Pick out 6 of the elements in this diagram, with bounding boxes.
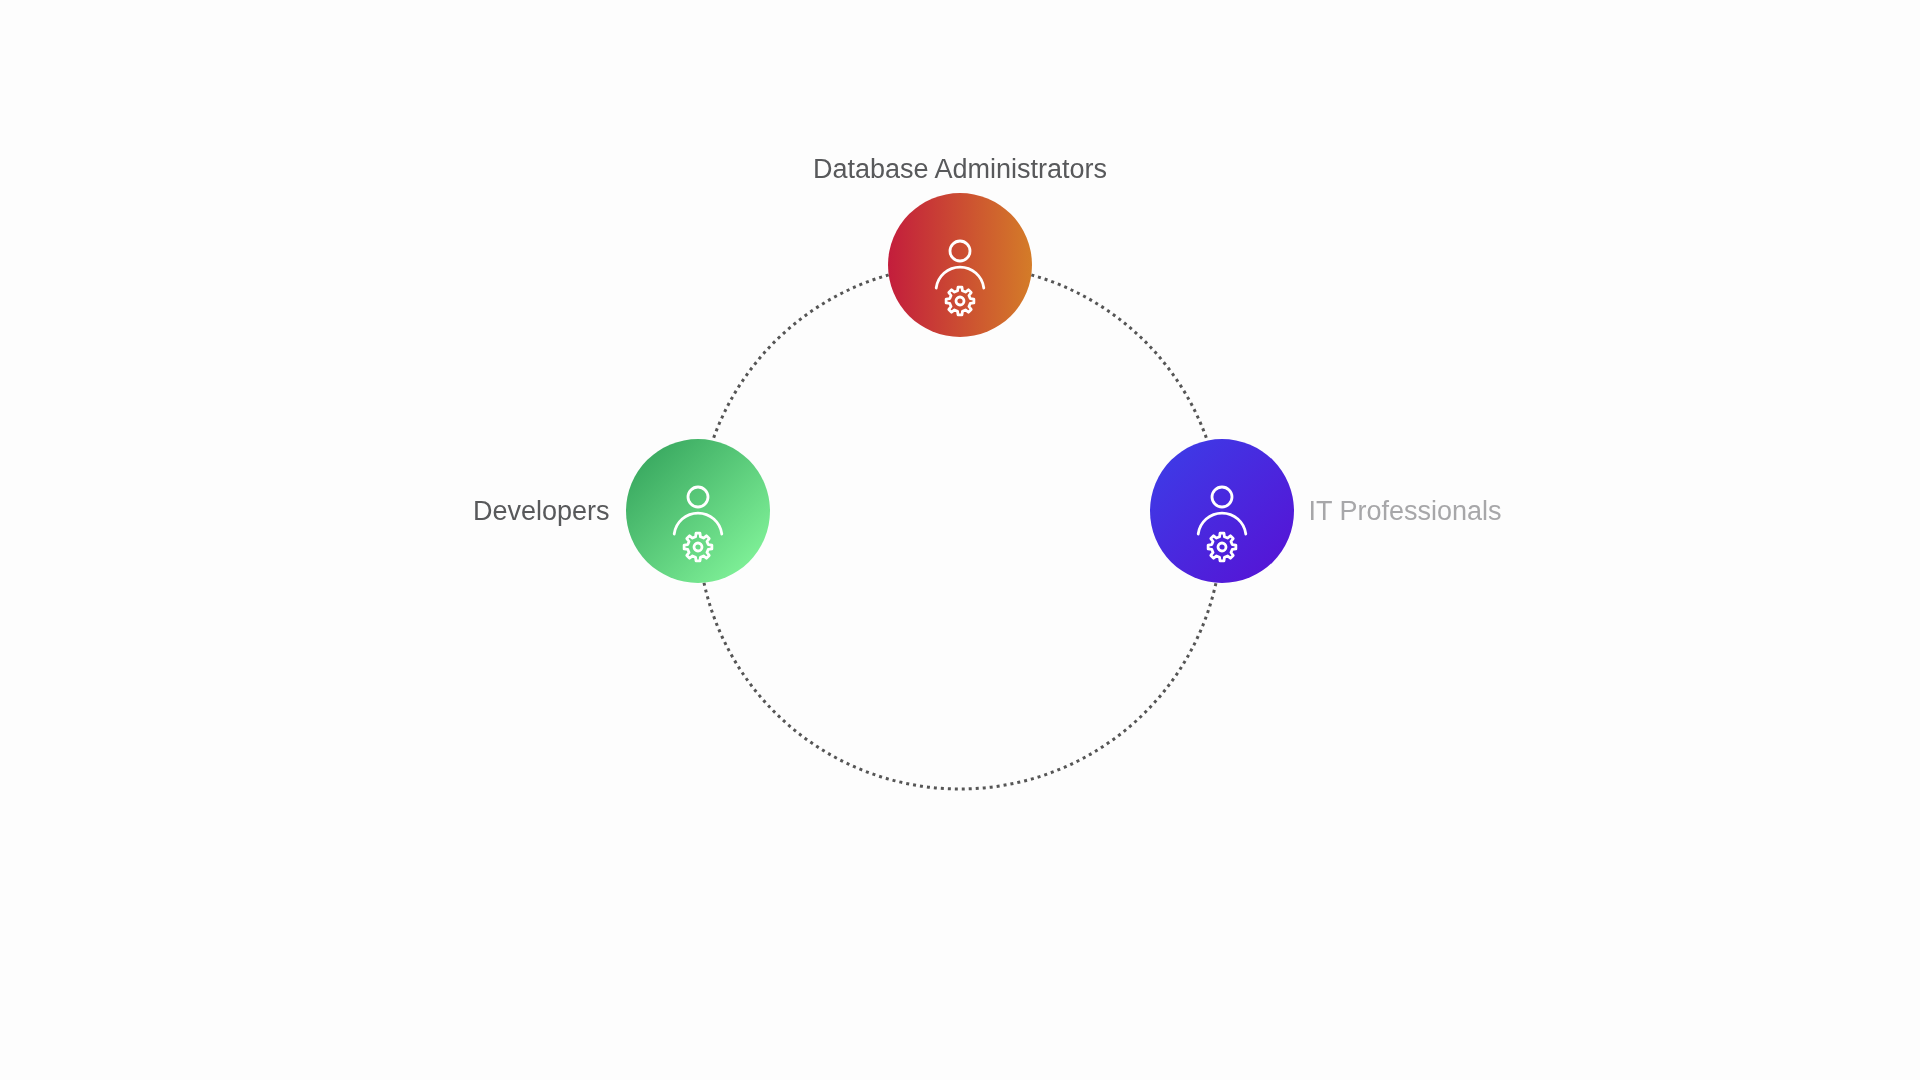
role-label: Developers <box>472 495 610 527</box>
dotted-arc <box>1030 273 1209 441</box>
role-label: IT Professionals <box>1308 495 1502 527</box>
role-label: Database Administrators <box>812 153 1108 185</box>
dotted-arc <box>702 582 1218 790</box>
dotted-arc <box>711 273 890 441</box>
